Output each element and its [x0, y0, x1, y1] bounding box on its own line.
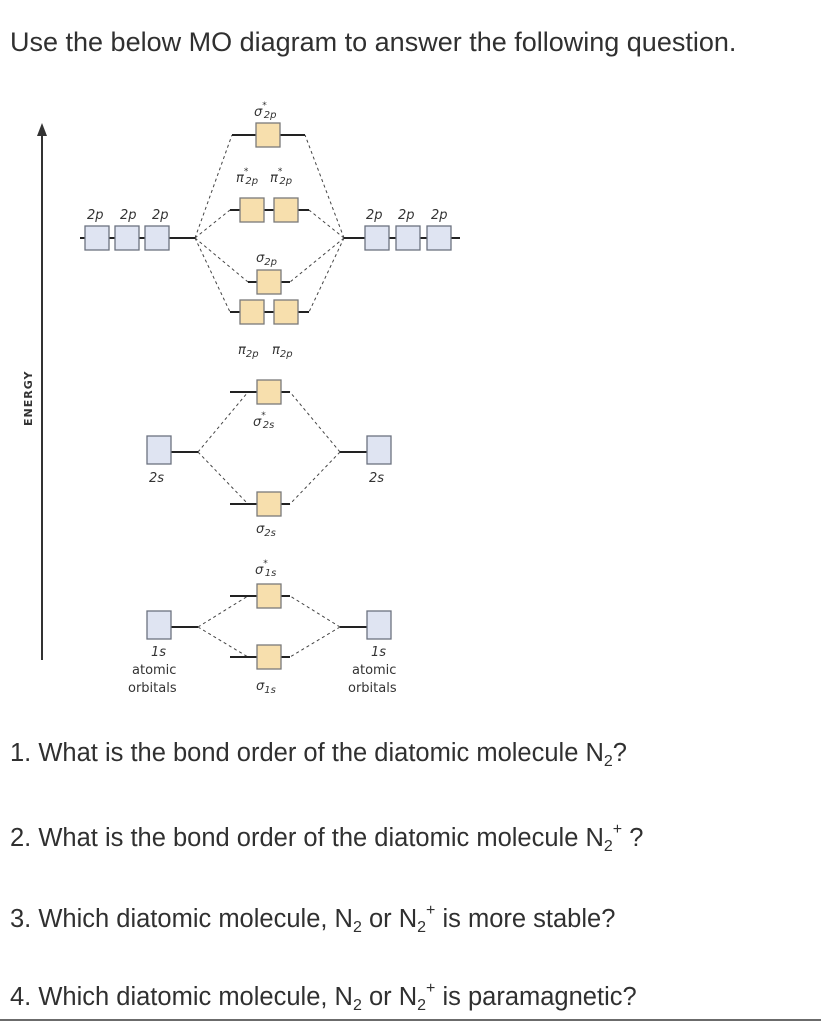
- svg-text:σ*1s: σ*1s: [255, 559, 276, 579]
- mo-sigma-2s: σ2s: [230, 491, 290, 539]
- left-2p-label-3: 2p: [152, 208, 169, 223]
- right-2p-label-3: 2p: [431, 208, 448, 223]
- svg-text:σ1s: σ1s: [256, 679, 276, 696]
- question-1: 1. What is the bond order of the diatomi…: [10, 739, 627, 770]
- right-orbitals-label: orbitals: [348, 681, 397, 696]
- left-2p-label-1: 2p: [87, 208, 104, 223]
- right-1s-orbital: 1s atomic orbitals: [340, 610, 397, 696]
- question-4: 4. Which diatomic molecule, N2 or N2+ is…: [10, 980, 637, 1014]
- intro-text: Use the below MO diagram to answer the f…: [10, 27, 737, 57]
- mo-sigma-1s: σ1s: [230, 644, 290, 696]
- left-1s-label: 1s: [151, 645, 166, 660]
- svg-text:π*2p: π*2p: [270, 167, 292, 187]
- energy-axis: ENERGY: [22, 123, 47, 660]
- mo-pi-2p: π2p π2p: [230, 299, 309, 360]
- svg-text:π2p: π2p: [238, 343, 259, 360]
- right-atomic-label: atomic: [352, 663, 396, 678]
- left-orbitals-label: orbitals: [128, 681, 177, 696]
- svg-text:σ*2p: σ*2p: [254, 101, 276, 121]
- left-2p-label-2: 2p: [120, 208, 137, 223]
- question-2: 2. What is the bond order of the diatomi…: [10, 821, 644, 855]
- right-2s-label: 2s: [369, 471, 384, 486]
- question-3: 3. Which diatomic molecule, N2 or N2+ is…: [10, 902, 616, 936]
- mo-sigma-star-2s: σ*2s: [230, 379, 290, 431]
- left-2s-label: 2s: [149, 471, 164, 486]
- left-2p-orbitals: 2p 2p 2p: [80, 208, 195, 251]
- mo-sigma-star-1s: σ*1s: [230, 559, 290, 609]
- mo-pi-star-2p: π*2p π*2p: [230, 167, 309, 223]
- right-1s-label: 1s: [371, 645, 386, 660]
- svg-text:π2p: π2p: [272, 343, 293, 360]
- right-2s-orbital: 2s: [340, 435, 392, 486]
- svg-text:π*2p: π*2p: [236, 167, 258, 187]
- svg-text:σ2s: σ2s: [256, 522, 276, 539]
- svg-text:σ2p: σ2p: [256, 251, 277, 268]
- correlation-lines: [194, 134, 345, 658]
- bottom-divider: [0, 1019, 821, 1021]
- right-2p-label-2: 2p: [398, 208, 415, 223]
- mo-sigma-2p: σ2p: [248, 251, 290, 295]
- mo-diagram: ENERGY 2p 2p 2p 2p: [22, 101, 460, 696]
- svg-text:σ*2s: σ*2s: [253, 411, 274, 431]
- left-atomic-label: atomic: [132, 663, 176, 678]
- right-2p-label-1: 2p: [366, 208, 383, 223]
- mo-sigma-star-2p: σ*2p: [232, 101, 305, 148]
- right-2p-orbitals: 2p 2p 2p: [344, 208, 460, 251]
- left-1s-orbital: 1s atomic orbitals: [128, 610, 198, 696]
- left-2s-orbital: 2s: [146, 435, 198, 486]
- energy-label: ENERGY: [22, 371, 35, 426]
